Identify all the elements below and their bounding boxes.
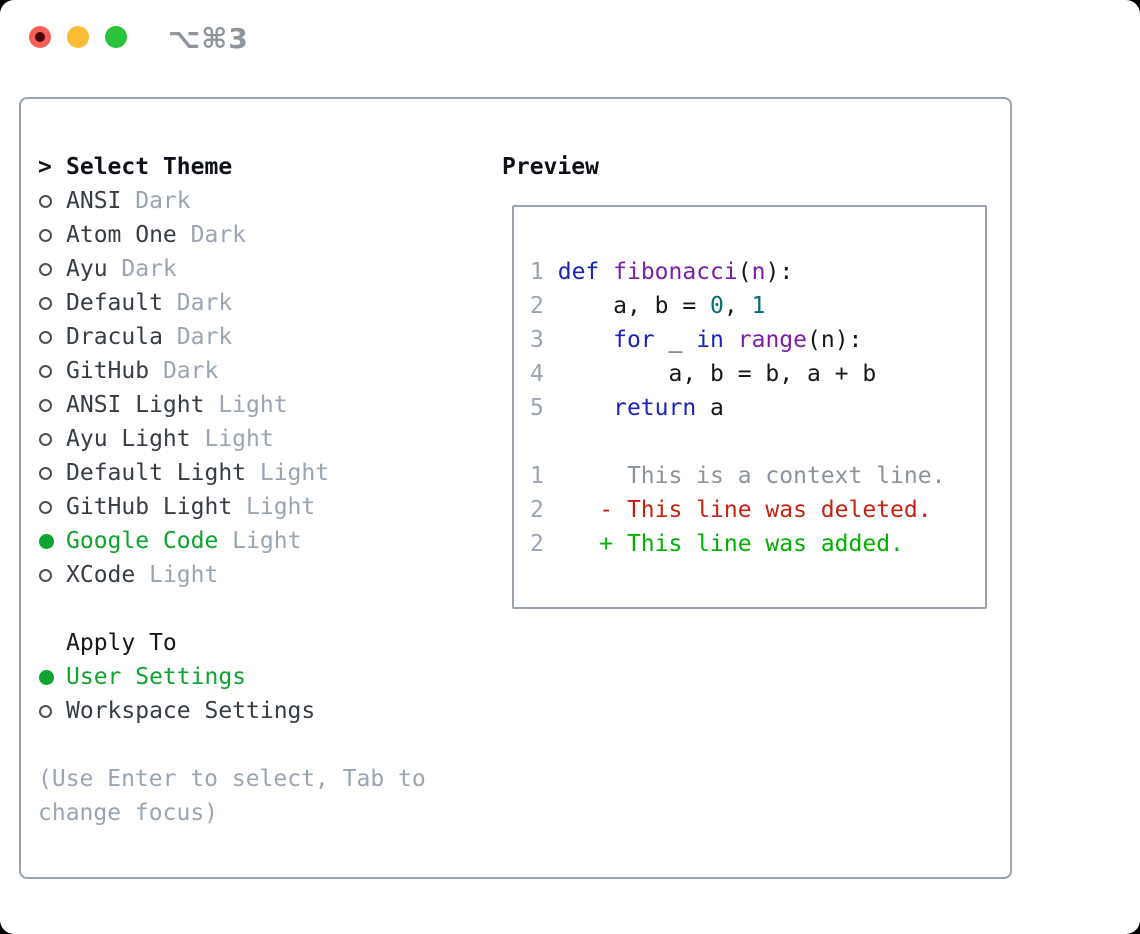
theme-option[interactable]: ANSI Light Light	[38, 388, 478, 422]
theme-name: ANSI	[66, 188, 122, 214]
theme-name: Dracula	[66, 324, 163, 350]
theme-variant-label: Dark	[176, 222, 247, 248]
zoom-button[interactable]	[105, 26, 127, 48]
theme-option[interactable]: GitHub Light Light	[38, 490, 478, 524]
theme-option[interactable]: Default Light Light	[38, 456, 478, 490]
theme-option[interactable]: Ayu Light Light	[38, 422, 478, 456]
theme-list-header-row: > Select Theme	[38, 150, 478, 184]
diff-line: 2 + This line was added.	[530, 531, 904, 557]
radio-unselected-icon	[39, 228, 52, 242]
theme-variant-label: Light	[218, 528, 302, 554]
theme-option[interactable]: Dracula Dark	[38, 320, 478, 354]
theme-option[interactable]: XCode Light	[38, 558, 478, 592]
code-preview: 1 def fibonacci(n): 2 a, b = 0, 1 3 for _ …	[530, 255, 981, 561]
code-line: 4 a, b = b, a + b	[530, 361, 877, 387]
preview-header: Preview	[502, 154, 599, 180]
theme-list-header: Select Theme	[66, 154, 233, 180]
titlebar: ⌥⌘3	[0, 0, 1140, 74]
theme-option[interactable]: Atom One Dark	[38, 218, 478, 252]
theme-variant-label: Dark	[107, 256, 177, 282]
spacer	[38, 728, 478, 762]
theme-name: Google Code	[66, 528, 219, 554]
apply-to-header: Apply To	[66, 630, 177, 656]
preview-box: 1 def fibonacci(n): 2 a, b = 0, 1 3 for _ …	[512, 205, 987, 609]
theme-variant-label: Light	[135, 562, 219, 588]
blank-line	[530, 425, 981, 459]
theme-name: GitHub Light	[66, 494, 233, 520]
code-line: 1 def fibonacci(n):	[530, 259, 794, 285]
radio-unselected-icon	[39, 500, 52, 514]
apply-to-option-label: Workspace Settings	[66, 698, 316, 724]
radio-unselected-icon	[39, 704, 52, 718]
theme-name: XCode	[66, 562, 136, 588]
theme-name: Default Light	[66, 460, 247, 486]
apply-to-option-label: User Settings	[66, 664, 247, 690]
code-line: 3 for _ in range(n):	[530, 327, 863, 353]
diff-line: 2 - This line was deleted.	[530, 497, 932, 523]
theme-name: Ayu Light	[66, 426, 191, 452]
close-button[interactable]	[29, 26, 51, 48]
theme-option[interactable]: GitHub Dark	[38, 354, 478, 388]
theme-variant-label: Dark	[149, 358, 219, 384]
theme-variant-label: Light	[232, 494, 316, 520]
radio-unselected-icon	[39, 466, 52, 480]
apply-to-option[interactable]: Workspace Settings	[38, 694, 478, 728]
radio-unselected-icon	[39, 262, 52, 276]
apply-to-header-row: Apply To	[38, 626, 478, 660]
theme-option[interactable]: Default Dark	[38, 286, 478, 320]
theme-variant-label: Dark	[121, 188, 191, 214]
theme-option[interactable]: Ayu Dark	[38, 252, 478, 286]
theme-name: GitHub	[66, 358, 150, 384]
theme-variant-label: Dark	[162, 290, 233, 316]
diff-line: 1 This is a context line.	[530, 463, 946, 489]
window-title: ⌥⌘3	[168, 22, 249, 55]
theme-name: Atom One	[66, 222, 177, 248]
theme-variant-label: Dark	[162, 324, 233, 350]
theme-option[interactable]: ANSI Dark	[38, 184, 478, 218]
theme-variant-label: Light	[204, 392, 288, 418]
spacer	[38, 592, 478, 626]
radio-unselected-icon	[39, 296, 52, 310]
radio-unselected-icon	[39, 194, 52, 208]
radio-unselected-icon	[39, 432, 52, 446]
theme-name: ANSI Light	[66, 392, 205, 418]
apply-to-option[interactable]: User Settings	[38, 660, 478, 694]
code-line: 2 a, b = 0, 1	[530, 293, 766, 319]
theme-name: Default	[66, 290, 163, 316]
radio-unselected-icon	[39, 398, 52, 412]
radio-unselected-icon	[39, 364, 52, 378]
help-text-line: (Use Enter to select, Tab to	[38, 766, 426, 792]
radio-selected-icon	[39, 533, 54, 549]
radio-unselected-icon	[39, 568, 52, 582]
code-line: 5 return a	[530, 395, 724, 421]
radio-selected-icon	[39, 669, 54, 685]
radio-unselected-icon	[39, 330, 52, 344]
cursor-icon: >	[38, 154, 52, 180]
theme-variant-label: Light	[246, 460, 330, 486]
help-text-line: change focus)	[38, 800, 219, 826]
theme-option[interactable]: Google Code Light	[38, 524, 478, 558]
theme-name: Ayu	[66, 256, 108, 282]
theme-variant-label: Light	[190, 426, 274, 452]
minimize-button[interactable]	[67, 26, 89, 48]
